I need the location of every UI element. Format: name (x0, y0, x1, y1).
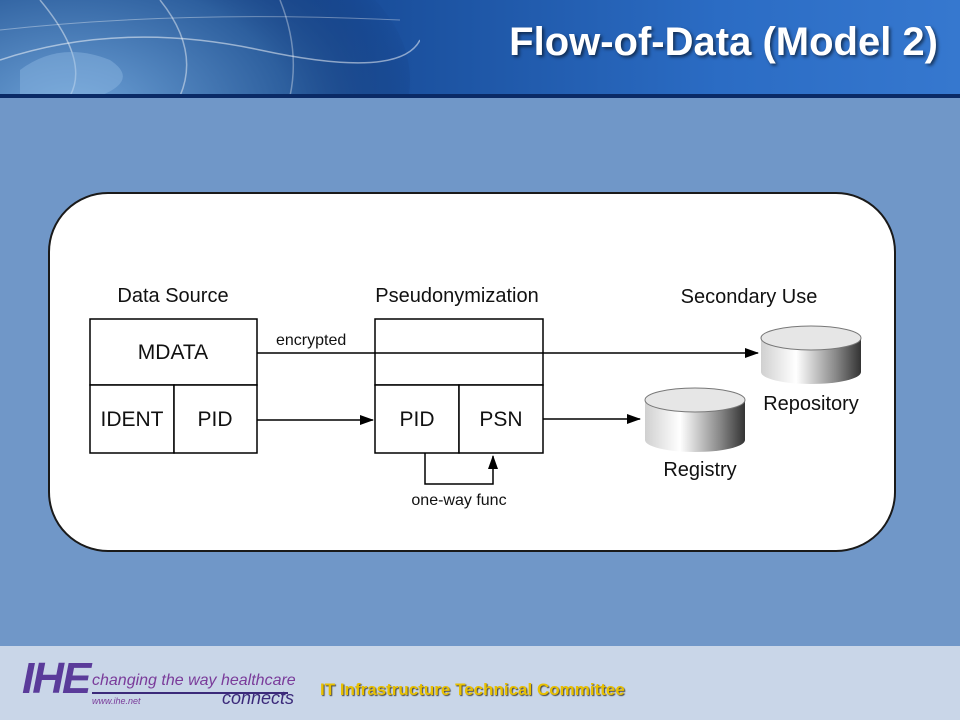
pseudo-pid-box (374, 384, 460, 454)
globe-graphic (0, 0, 420, 96)
ihe-logo: IHE (22, 654, 91, 703)
logo-connects: connects (222, 688, 295, 708)
repository-cylinder-icon (760, 325, 862, 384)
flow-diagram: Data Source Pseudonymization Secondary U… (89, 285, 862, 509)
ident-box (89, 384, 175, 454)
psn-label: PSN (479, 408, 522, 431)
one-way-func-label: one-way func (411, 492, 506, 509)
header-divider (0, 94, 960, 98)
pseudonymization-top-box (374, 318, 544, 386)
logo-website: www.ihe.net (92, 696, 141, 706)
encrypted-label: encrypted (276, 332, 346, 349)
source-pid-label: PID (197, 408, 232, 431)
repository-label: Repository (763, 393, 859, 415)
footer-bar (0, 646, 960, 720)
data-source-heading: Data Source (117, 285, 228, 307)
page-title: Flow-of-Data (Model 2) (509, 20, 938, 64)
one-way-func-loop (424, 453, 498, 485)
mdata-label: MDATA (138, 341, 208, 364)
committee-name: IT Infrastructure Technical Committee (320, 680, 625, 699)
pseudo-pid-label: PID (399, 408, 434, 431)
source-pid-box (173, 384, 258, 454)
pseudonymization-heading: Pseudonymization (375, 285, 538, 307)
logo-tagline: changing the way healthcare (92, 672, 296, 689)
logo-divider (92, 692, 288, 694)
registry-label: Registry (663, 459, 736, 481)
registry-cylinder-icon (644, 387, 746, 452)
secondary-use-heading: Secondary Use (681, 286, 818, 308)
ident-label: IDENT (101, 408, 164, 431)
header-banner: Flow-of-Data (Model 2) (0, 0, 960, 96)
